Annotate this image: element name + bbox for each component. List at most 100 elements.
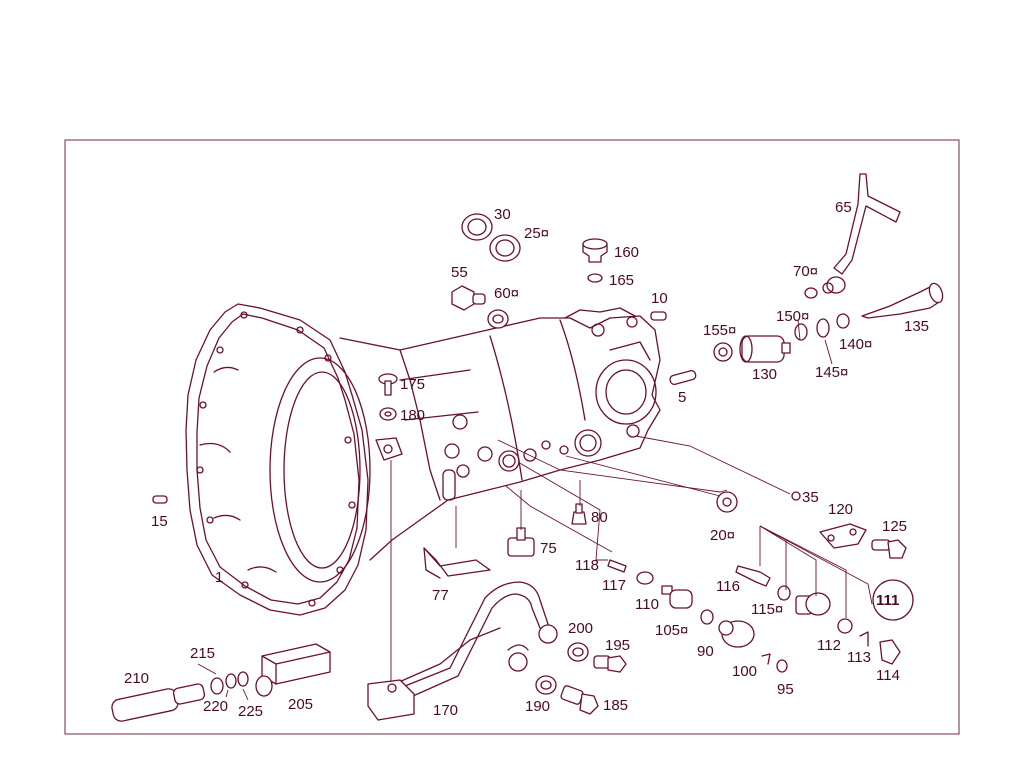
part-114-plug bbox=[879, 639, 901, 665]
part-150-washer bbox=[794, 323, 808, 341]
part-77-bracket bbox=[423, 547, 491, 579]
callout-195: 195 bbox=[605, 637, 630, 654]
part-116-sensor bbox=[735, 565, 771, 587]
part-100-clip bbox=[761, 653, 771, 665]
callout-90: 90 bbox=[697, 643, 714, 660]
part-15-pin bbox=[152, 495, 168, 504]
callout-15: 15 bbox=[151, 513, 168, 530]
part-215-ring bbox=[210, 677, 224, 695]
callout-200: 200 bbox=[568, 620, 593, 637]
housing-part-1 bbox=[185, 303, 661, 616]
callout-170: 170 bbox=[433, 702, 458, 719]
callout-30: 30 bbox=[494, 206, 511, 223]
callout-5: 5 bbox=[678, 389, 686, 406]
part-145-washer bbox=[816, 318, 830, 338]
callout-210: 210 bbox=[124, 670, 149, 687]
callout-77: 77 bbox=[432, 587, 449, 604]
diagram-frame bbox=[64, 139, 960, 735]
part-118-pin bbox=[607, 559, 627, 573]
callout-111-circle bbox=[872, 579, 914, 621]
callout-labels: 1 5 10 15 20¤ 25¤ 30 35 55 60¤ 65 70¤ 75… bbox=[124, 199, 929, 720]
part-120-plate bbox=[819, 523, 867, 549]
part-165-washer bbox=[587, 273, 603, 283]
callout-150: 150¤ bbox=[776, 308, 809, 325]
callout-113: 113 bbox=[847, 649, 871, 666]
part-75-switch bbox=[507, 527, 535, 557]
part-205-valve-body bbox=[255, 643, 331, 697]
callout-175: 175 bbox=[400, 376, 425, 393]
callout-116: 116 bbox=[716, 578, 740, 595]
callout-140: 140¤ bbox=[839, 336, 872, 353]
callout-75: 75 bbox=[540, 540, 557, 557]
callout-65: 65 bbox=[835, 199, 852, 216]
callout-80: 80 bbox=[591, 509, 608, 526]
callout-205: 205 bbox=[288, 696, 313, 713]
part-112-valve bbox=[795, 592, 831, 616]
part-210-piston bbox=[111, 683, 206, 722]
part-220-ring bbox=[225, 673, 237, 689]
callout-185: 185 bbox=[603, 697, 628, 714]
callout-225: 225 bbox=[238, 703, 263, 720]
part-80-fitting bbox=[571, 503, 587, 525]
part-190-ring bbox=[535, 675, 557, 695]
part-125-plug bbox=[871, 539, 907, 559]
callout-10: 10 bbox=[651, 290, 668, 307]
callout-118: 118 bbox=[575, 557, 599, 574]
part-225-ring bbox=[237, 671, 249, 687]
callout-135: 135 bbox=[904, 318, 929, 335]
part-113-bracket bbox=[859, 631, 869, 647]
callout-110: 110 bbox=[635, 596, 659, 613]
part-55-plug bbox=[451, 285, 486, 311]
part-140-washer bbox=[836, 313, 850, 329]
part-65-lever bbox=[822, 173, 901, 294]
callout-112: 112 bbox=[817, 637, 841, 654]
callout-145: 145¤ bbox=[815, 364, 848, 381]
part-117-fitting bbox=[636, 571, 654, 585]
callout-60: 60¤ bbox=[494, 285, 519, 302]
callout-25: 25¤ bbox=[524, 225, 549, 242]
part-110-valve bbox=[661, 585, 693, 609]
part-112-ring bbox=[837, 618, 853, 634]
callout-55: 55 bbox=[451, 264, 468, 281]
part-175-bolt bbox=[378, 373, 398, 396]
callout-155: 155¤ bbox=[703, 322, 736, 339]
callout-115: 115¤ bbox=[751, 601, 783, 618]
part-70-washer bbox=[804, 287, 818, 299]
callout-120: 120 bbox=[828, 501, 853, 518]
part-30-seal bbox=[461, 213, 493, 241]
part-35-washer bbox=[791, 491, 801, 501]
part-25-ring bbox=[489, 234, 521, 262]
callout-114: 114 bbox=[876, 667, 900, 684]
part-180-washer bbox=[379, 407, 397, 421]
part-5-pin bbox=[669, 370, 697, 385]
callout-1: 1 bbox=[215, 569, 223, 586]
callout-165: 165 bbox=[609, 272, 634, 289]
part-185-fitting bbox=[560, 685, 599, 715]
callout-125: 125 bbox=[882, 518, 907, 535]
callout-100: 100 bbox=[732, 663, 757, 680]
callout-215: 215 bbox=[190, 645, 215, 662]
callout-35: 35 bbox=[802, 489, 819, 506]
part-20-ring bbox=[716, 491, 738, 513]
part-195-fitting bbox=[593, 655, 627, 673]
callout-117: 117 bbox=[602, 577, 626, 594]
callout-130: 130 bbox=[752, 366, 777, 383]
part-60-ring bbox=[487, 309, 509, 329]
part-200-ring bbox=[567, 642, 589, 662]
callout-220: 220 bbox=[203, 698, 228, 715]
part-155-ring bbox=[713, 342, 733, 362]
callout-70: 70¤ bbox=[793, 263, 818, 280]
part-170-pipe bbox=[367, 581, 558, 721]
callout-180: 180 bbox=[400, 407, 425, 424]
callout-111: 111 bbox=[876, 592, 899, 609]
part-115-ring bbox=[777, 585, 791, 601]
callout-95: 95 bbox=[777, 681, 794, 698]
callout-20: 20¤ bbox=[710, 527, 735, 544]
part-130-switch bbox=[739, 335, 791, 363]
callout-190: 190 bbox=[525, 698, 550, 715]
part-135-shaft bbox=[861, 282, 944, 319]
part-90-modulator bbox=[718, 620, 755, 648]
callout-105: 105¤ bbox=[655, 622, 688, 639]
callout-160: 160 bbox=[614, 244, 639, 261]
